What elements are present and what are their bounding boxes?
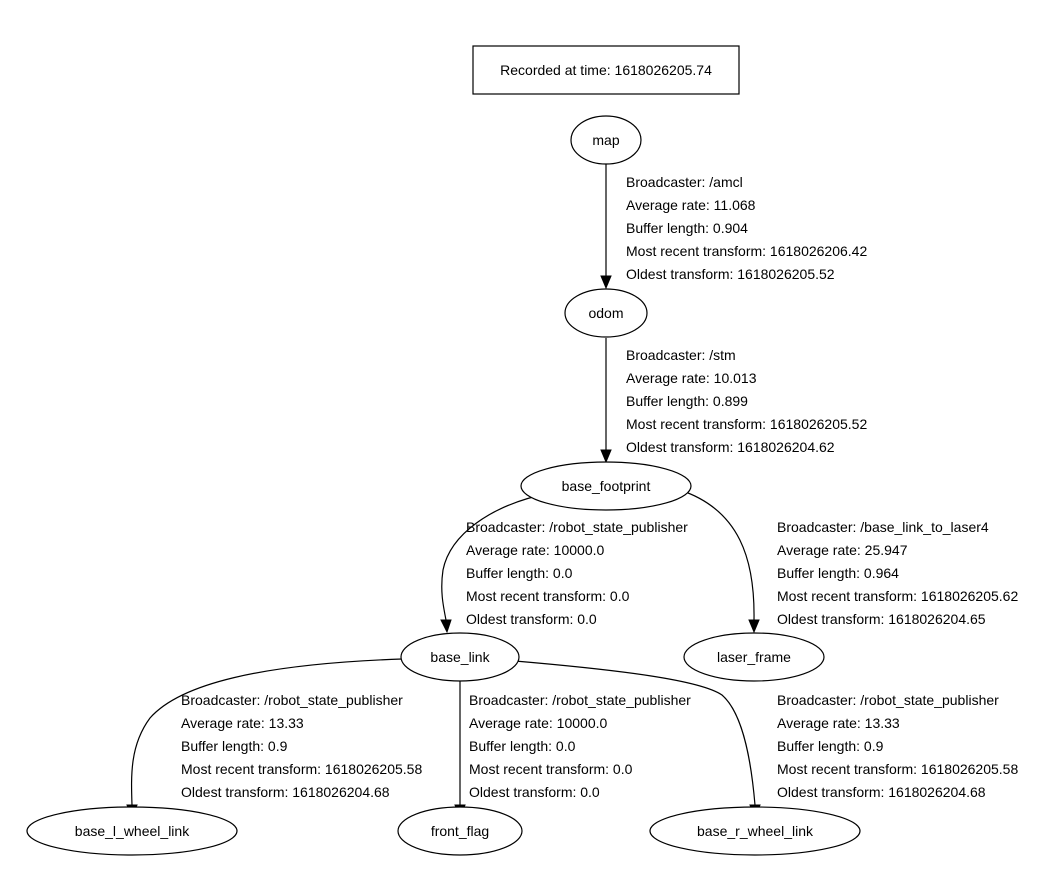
edge-label-line: Broadcaster: /base_link_to_laser4 (777, 519, 989, 535)
edge-label-line: Buffer length: 0.0 (466, 565, 573, 581)
edge-label-line: Broadcaster: /robot_state_publisher (466, 519, 688, 535)
edge-label-line: Average rate: 13.33 (777, 715, 900, 731)
edge-label-line: Average rate: 10.013 (626, 370, 757, 386)
edge-label-line: Average rate: 13.33 (181, 715, 304, 731)
edge-label-line: Average rate: 11.068 (626, 197, 756, 213)
edge-label-line: Oldest transform: 1618026204.62 (626, 439, 835, 455)
edge-label-line: Broadcaster: /robot_state_publisher (181, 692, 403, 708)
node-base-l-wheel-link[interactable]: base_l_wheel_link (26, 806, 238, 856)
edge-label-line: Oldest transform: 0.0 (469, 784, 600, 800)
node-map-label: map (592, 132, 619, 148)
edge-label-base-link-front-flag: Broadcaster: /robot_state_publisher Aver… (469, 692, 691, 800)
node-laser-frame[interactable]: laser_frame (683, 632, 825, 682)
edge-label-line: Buffer length: 0.9 (181, 738, 288, 754)
edge-label-line: Buffer length: 0.0 (469, 738, 576, 754)
edge-label-line: Buffer length: 0.9 (777, 738, 884, 754)
edge-label-base-link-base-r-wheel-link: Broadcaster: /robot_state_publisher Aver… (777, 692, 1018, 800)
edge-map-odom (600, 164, 612, 290)
edge-label-line: Buffer length: 0.899 (626, 393, 748, 409)
edge-label-base-footprint-laser-frame: Broadcaster: /base_link_to_laser4 Averag… (777, 519, 1018, 627)
edge-label-base-footprint-base-link: Broadcaster: /robot_state_publisher Aver… (466, 519, 688, 627)
recorded-time-box: Recorded at time: 1618026205.74 (472, 45, 740, 95)
node-base-footprint-label: base_footprint (562, 478, 651, 494)
edge-label-line: Most recent transform: 0.0 (469, 761, 633, 777)
edge-label-line: Most recent transform: 1618026205.62 (777, 588, 1018, 604)
edge-base-link-front-flag (454, 674, 466, 819)
edge-label-map-odom: Broadcaster: /amcl Average rate: 11.068 … (626, 174, 867, 282)
node-map[interactable]: map (570, 115, 642, 165)
edge-base-footprint-laser-frame (679, 489, 760, 634)
edge-odom-base-footprint (600, 338, 612, 464)
node-front-flag-label: front_flag (431, 823, 489, 839)
node-odom[interactable]: odom (564, 288, 648, 338)
edge-label-line: Oldest transform: 1618026205.52 (626, 266, 835, 282)
node-odom-label: odom (588, 305, 623, 321)
node-front-flag[interactable]: front_flag (397, 806, 523, 856)
edge-label-line: Broadcaster: /robot_state_publisher (777, 692, 999, 708)
edge-label-line: Average rate: 25.947 (777, 542, 908, 558)
edge-label-line: Oldest transform: 1618026204.65 (777, 611, 986, 627)
node-base-link-label: base_link (430, 649, 490, 665)
edge-label-line: Oldest transform: 0.0 (466, 611, 597, 627)
edge-label-odom-base-footprint: Broadcaster: /stm Average rate: 10.013 B… (626, 347, 867, 455)
edge-label-line: Most recent transform: 1618026205.52 (626, 416, 867, 432)
edge-label-line: Broadcaster: /stm (626, 347, 736, 363)
node-base-l-wheel-link-label: base_l_wheel_link (75, 823, 190, 839)
edge-label-line: Average rate: 10000.0 (469, 715, 608, 731)
edge-label-line: Oldest transform: 1618026204.68 (181, 784, 390, 800)
edge-label-line: Average rate: 10000.0 (466, 542, 605, 558)
recorded-time-label: Recorded at time: 1618026205.74 (500, 62, 712, 78)
node-laser-frame-label: laser_frame (717, 649, 791, 665)
edge-label-line: Oldest transform: 1618026204.68 (777, 784, 986, 800)
edge-base-footprint-base-link (440, 492, 551, 634)
node-base-link[interactable]: base_link (400, 632, 520, 682)
edge-label-line: Most recent transform: 1618026205.58 (181, 761, 422, 777)
edge-label-line: Broadcaster: /robot_state_publisher (469, 692, 691, 708)
edge-label-base-link-base-l-wheel-link: Broadcaster: /robot_state_publisher Aver… (181, 692, 422, 800)
edge-label-line: Most recent transform: 0.0 (466, 588, 630, 604)
node-base-r-wheel-link[interactable]: base_r_wheel_link (649, 806, 861, 856)
edge-label-line: Broadcaster: /amcl (626, 174, 743, 190)
node-base-r-wheel-link-label: base_r_wheel_link (697, 823, 814, 839)
node-base-footprint[interactable]: base_footprint (520, 461, 692, 511)
edge-label-line: Most recent transform: 1618026206.42 (626, 243, 867, 259)
edge-label-line: Buffer length: 0.964 (777, 565, 899, 581)
edge-label-line: Most recent transform: 1618026205.58 (777, 761, 1018, 777)
edge-label-line: Buffer length: 0.904 (626, 220, 748, 236)
